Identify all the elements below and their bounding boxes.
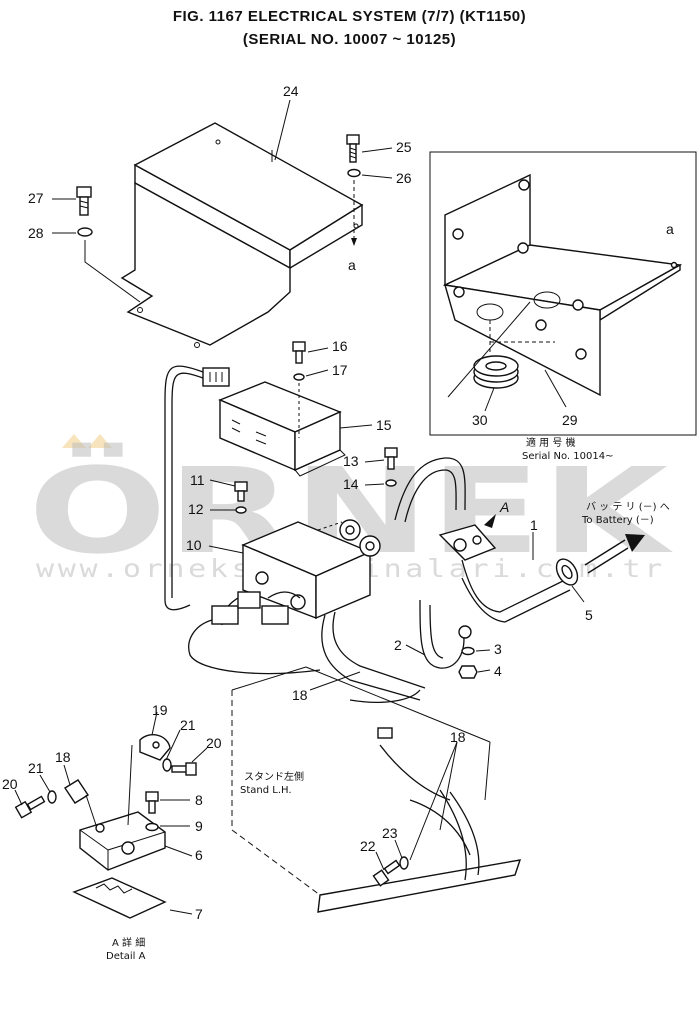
washer-26 bbox=[347, 168, 361, 178]
ref-a-inset: a bbox=[666, 221, 674, 237]
callout-17: 17 bbox=[332, 362, 348, 378]
callout-27: 27 bbox=[28, 190, 44, 206]
callout-9: 9 bbox=[195, 818, 203, 834]
bolt-25 bbox=[346, 134, 360, 163]
washer-17 bbox=[293, 373, 305, 381]
callout-7: 7 bbox=[195, 906, 203, 922]
harness-15 bbox=[164, 365, 230, 611]
bolt-16 bbox=[292, 341, 306, 364]
callout-4: 4 bbox=[494, 663, 502, 679]
callout-13: 13 bbox=[343, 453, 359, 469]
bolt-20-right bbox=[171, 762, 197, 776]
cover-plate bbox=[120, 122, 364, 348]
callout-23: 23 bbox=[382, 825, 398, 841]
ref-a-top: a bbox=[348, 257, 356, 273]
callout-1: 1 bbox=[530, 517, 538, 533]
callout-14: 14 bbox=[343, 476, 359, 492]
bolt-11 bbox=[234, 481, 248, 502]
callout-8: 8 bbox=[195, 792, 203, 808]
washer-12 bbox=[235, 506, 247, 514]
washer-3 bbox=[461, 646, 475, 656]
grommet-30 bbox=[473, 355, 519, 389]
callout-26: 26 bbox=[396, 170, 412, 186]
note-battery: To Battery (－) bbox=[581, 515, 654, 526]
note-stand: Stand L.H. bbox=[240, 785, 292, 796]
callout-20-left: 20 bbox=[2, 776, 18, 792]
callout-22: 22 bbox=[360, 838, 376, 854]
note-stand-jp: スタンド左側 bbox=[244, 770, 304, 783]
bolt-22 bbox=[372, 859, 401, 887]
callout-15: 15 bbox=[376, 417, 392, 433]
controller-15 bbox=[218, 381, 346, 477]
callout-18-harness: 18 bbox=[292, 687, 308, 703]
figure-subtitle: (SERIAL NO. 10007 ~ 10125) bbox=[242, 31, 457, 48]
callout-29: 29 bbox=[562, 412, 578, 428]
callout-24: 24 bbox=[283, 83, 299, 99]
note-serial-jp: 適 用 号 機 bbox=[526, 436, 576, 449]
leader-lines bbox=[14, 99, 585, 915]
stand-lh bbox=[231, 666, 522, 913]
main-harness bbox=[321, 457, 645, 801]
bolt-8 bbox=[145, 791, 159, 814]
note-detail: Detail A bbox=[106, 951, 146, 962]
figure-title: FIG. 1167 ELECTRICAL SYSTEM (7/7) (KT115… bbox=[172, 8, 527, 25]
washer-21-right bbox=[162, 758, 172, 772]
note-battery-jp: バ ッ テ リ (－) へ bbox=[586, 501, 670, 513]
callout-25: 25 bbox=[396, 139, 412, 155]
callout-18-stand: 18 bbox=[450, 729, 466, 745]
callout-21-left: 21 bbox=[28, 760, 44, 776]
callout-2: 2 bbox=[394, 637, 402, 653]
note-serial: Serial No. 10014~ bbox=[522, 451, 613, 462]
inset-frame bbox=[429, 151, 697, 436]
callout-12: 12 bbox=[188, 501, 204, 517]
nut-4 bbox=[458, 665, 478, 679]
washer-23 bbox=[399, 856, 409, 870]
callout-30: 30 bbox=[472, 412, 488, 428]
bolt-20-left bbox=[14, 795, 46, 819]
washer-28 bbox=[77, 227, 93, 237]
washer-9 bbox=[145, 822, 159, 832]
callout-18-detail: 18 bbox=[55, 749, 71, 765]
inset-bracket bbox=[442, 173, 683, 397]
bolt-13 bbox=[384, 447, 398, 470]
callout-20-right: 20 bbox=[206, 735, 222, 751]
note-detail-jp: A 詳 細 bbox=[112, 936, 145, 949]
ref-A-arrow bbox=[484, 514, 496, 528]
washer-14 bbox=[385, 479, 397, 487]
ref-A-mark: A bbox=[499, 499, 509, 515]
callout-21-right: 21 bbox=[180, 717, 196, 733]
detail-a bbox=[64, 734, 171, 919]
callout-5: 5 bbox=[585, 607, 593, 623]
callout-10: 10 bbox=[186, 537, 202, 553]
callout-3: 3 bbox=[494, 641, 502, 657]
washer-21-left bbox=[47, 790, 57, 804]
callout-28: 28 bbox=[28, 225, 44, 241]
callout-labels: 24 25 26 27 28 16 17 15 13 14 11 12 10 3… bbox=[2, 83, 593, 922]
callout-19: 19 bbox=[152, 702, 168, 718]
bolt-27 bbox=[76, 186, 92, 216]
callout-6: 6 bbox=[195, 847, 203, 863]
relay-connectors bbox=[188, 591, 321, 675]
callout-11: 11 bbox=[190, 472, 205, 488]
callout-16: 16 bbox=[332, 338, 348, 354]
